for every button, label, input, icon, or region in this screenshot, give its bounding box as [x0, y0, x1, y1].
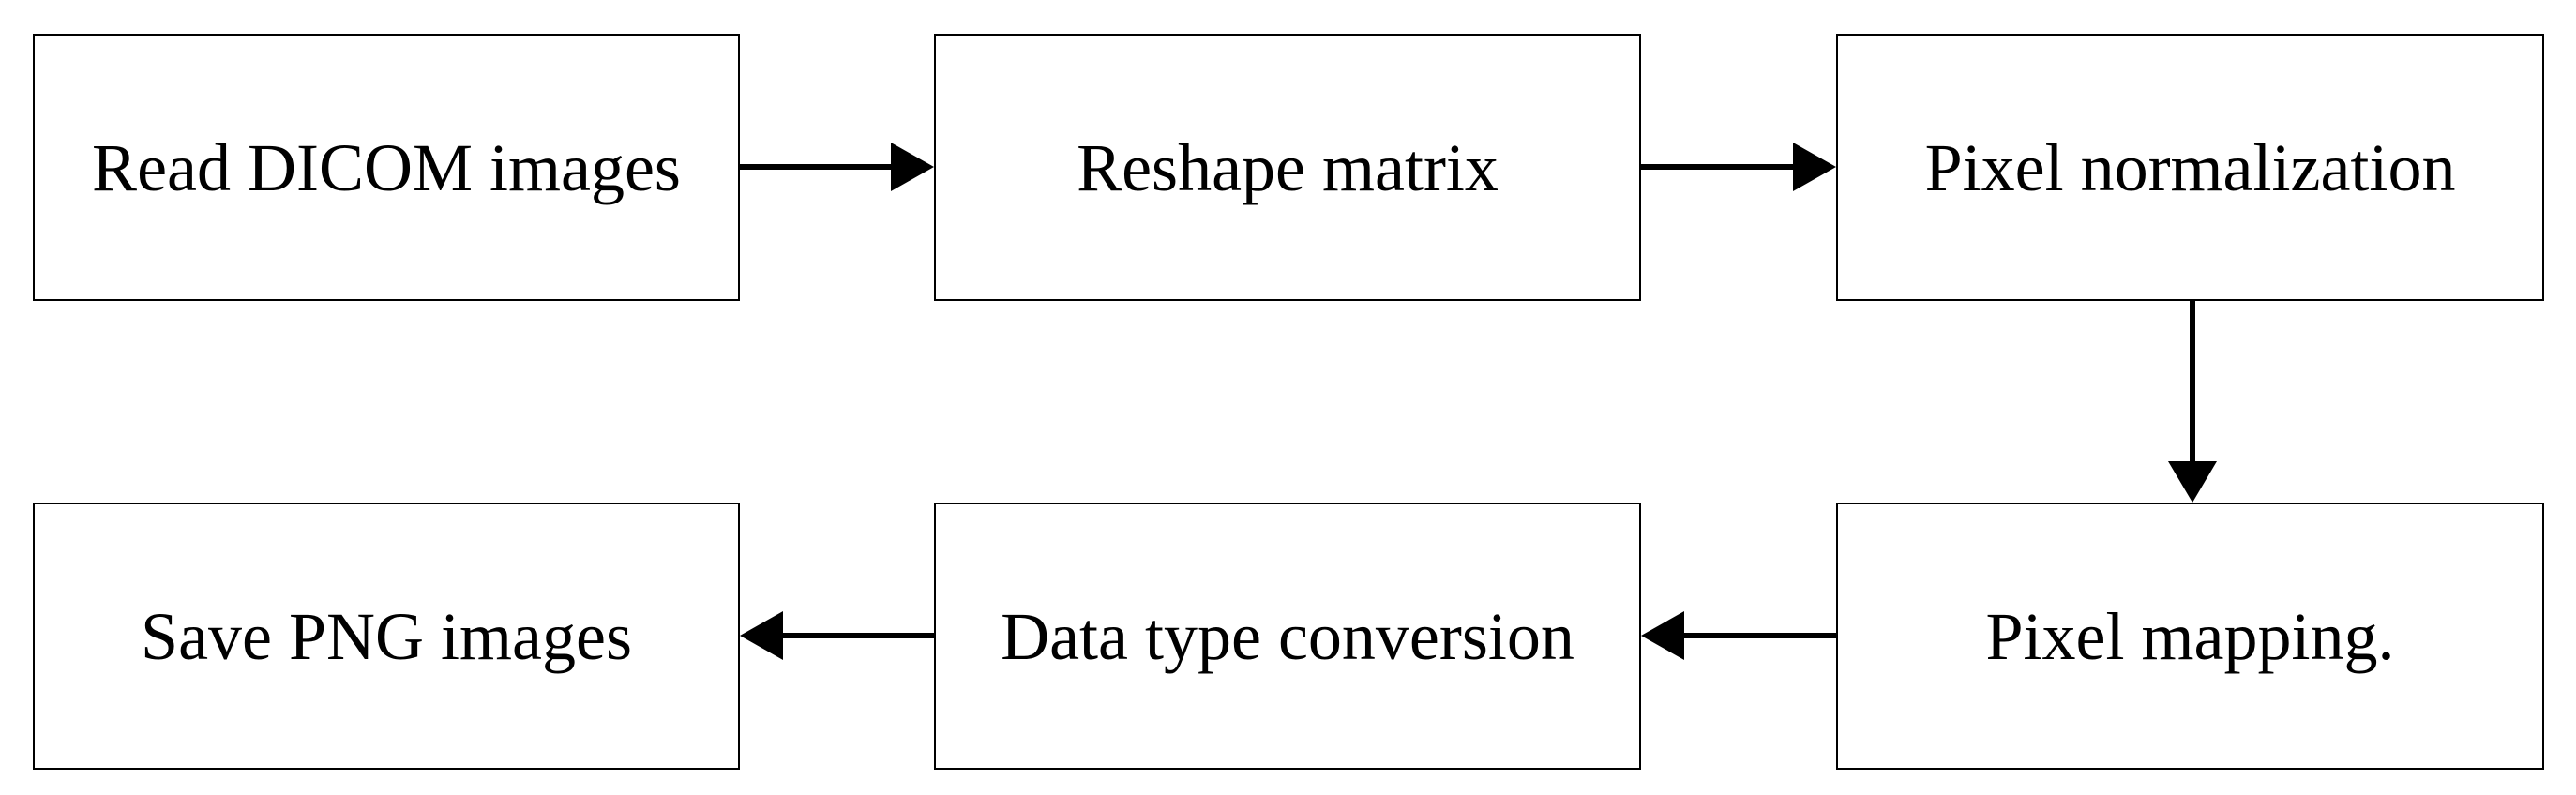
arrow-conversion-to-save: [740, 611, 934, 660]
arrow-reshape-to-normalize: [1641, 142, 1836, 191]
step-save-png-label: Save PNG images: [141, 598, 632, 674]
arrow-mapping-to-conversion: [1641, 611, 1836, 660]
step-save-png: Save PNG images: [33, 502, 740, 770]
step-pixel-normalization-label: Pixel normalization: [1924, 129, 2456, 205]
step-reshape-matrix-label: Reshape matrix: [1077, 129, 1499, 205]
step-pixel-mapping-label: Pixel mapping.: [1985, 598, 2395, 674]
step-pixel-mapping: Pixel mapping.: [1836, 502, 2544, 770]
step-data-type-conversion-label: Data type conversion: [1001, 598, 1574, 674]
step-read-dicom-label: Read DICOM images: [92, 129, 681, 205]
step-pixel-normalization: Pixel normalization: [1836, 34, 2544, 301]
step-read-dicom: Read DICOM images: [33, 34, 740, 301]
arrow-read-to-reshape: [740, 142, 934, 191]
arrow-normalize-to-mapping: [2168, 296, 2217, 502]
step-reshape-matrix: Reshape matrix: [934, 34, 1641, 301]
step-data-type-conversion: Data type conversion: [934, 502, 1641, 770]
